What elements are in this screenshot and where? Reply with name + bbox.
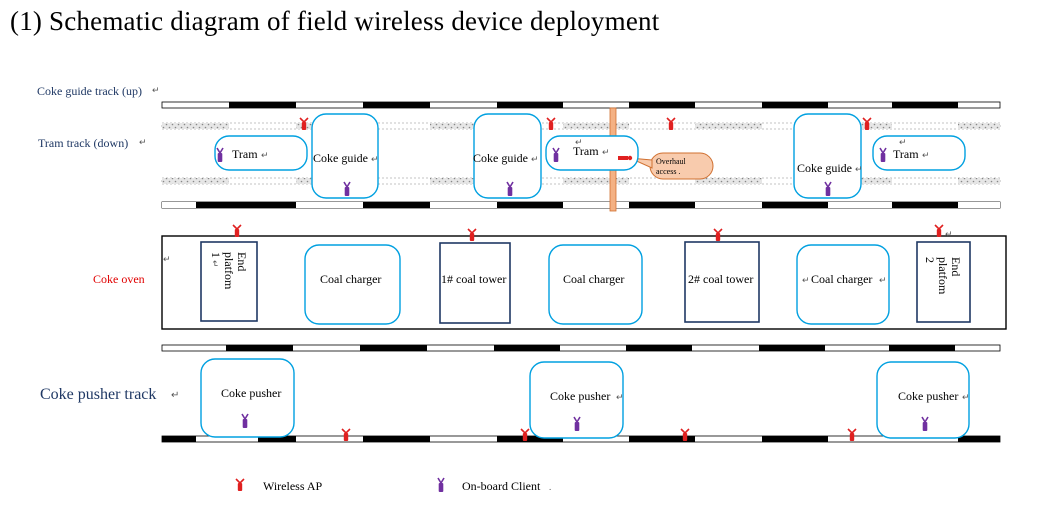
- svg-text:End: End: [949, 257, 963, 276]
- oven-side-rails: [161, 344, 1001, 443]
- svg-text:↵: ↵: [575, 137, 583, 147]
- coal-charger-3: ↵ Coal charger ↵: [796, 244, 890, 325]
- coke-guide-vehicle-3: Coke guide ↵: [793, 113, 863, 199]
- svg-text:Coke guide: Coke guide: [473, 151, 528, 165]
- legend-onboard-client: On-board Client: [462, 479, 541, 493]
- coke-guide-track-label: Coke guide track (up): [37, 84, 142, 98]
- svg-text:Coke guide: Coke guide: [313, 151, 368, 165]
- coke-guide-vehicle-1: Coke guide ↵: [311, 113, 379, 199]
- coke-pusher-vehicle-2: Coke pusher ↵: [529, 361, 624, 439]
- svg-text:Coke pusher: Coke pusher: [898, 389, 958, 403]
- end-platform-1: End platfom 1 ↵: [200, 241, 258, 322]
- tram-vehicle-1: Tram ↵: [214, 135, 308, 171]
- svg-text:platfom: platfom: [936, 257, 950, 295]
- svg-text:↵: ↵: [531, 154, 539, 164]
- svg-text:Tram: Tram: [893, 147, 919, 161]
- svg-text:platfom: platfom: [222, 252, 236, 290]
- svg-text:↵: ↵: [855, 164, 863, 174]
- svg-text:↵: ↵: [602, 147, 610, 157]
- svg-text:↵: ↵: [171, 390, 179, 401]
- svg-text:Coke pusher: Coke pusher: [221, 386, 281, 400]
- svg-text:1# coal tower: 1# coal tower: [441, 272, 506, 286]
- coal-tower-2: 2# coal tower: [684, 241, 760, 323]
- overhaul-access-callout: Overhaul access .: [629, 152, 714, 180]
- svg-text:↵: ↵: [616, 392, 624, 402]
- tram-track-label: Tram track (down): [38, 136, 128, 150]
- svg-text:Tram: Tram: [573, 144, 599, 158]
- svg-text:Coke guide: Coke guide: [797, 161, 852, 175]
- overhaul-access-label: access .: [656, 167, 680, 176]
- svg-text:↵: ↵: [962, 392, 970, 402]
- svg-text:1: 1: [209, 252, 223, 258]
- coal-tower-1: 1# coal tower: [439, 242, 511, 324]
- legend-wireless-ap: Wireless AP: [263, 479, 323, 493]
- svg-text:2: 2: [923, 257, 937, 263]
- coal-charger-2: Coal charger: [548, 244, 643, 325]
- wireless-ap-icon: [235, 478, 245, 492]
- tram-vehicle-2: Tram ↵ ↵: [545, 135, 639, 171]
- coke-oven-label: Coke oven: [93, 272, 145, 286]
- svg-text:↵: ↵: [152, 85, 160, 95]
- coke-pusher-track-label: Coke pusher track: [40, 386, 156, 403]
- onboard-client-icon: [437, 477, 445, 493]
- overhaul-ap: [618, 155, 633, 161]
- svg-text:2# coal tower: 2# coal tower: [688, 272, 753, 286]
- svg-text:↵: ↵: [899, 137, 907, 147]
- svg-text:↵: ↵: [261, 150, 269, 160]
- svg-text:↵: ↵: [879, 275, 887, 285]
- svg-text:↵: ↵: [945, 229, 953, 239]
- end-platform-2: End platfom 2: [916, 241, 971, 323]
- svg-text:Tram: Tram: [232, 147, 258, 161]
- coke-guide-vehicle-2: Coke guide ↵: [473, 113, 542, 199]
- svg-text:Coal charger: Coal charger: [320, 272, 381, 286]
- coke-pusher-vehicle-1: Coke pusher: [200, 358, 295, 438]
- svg-text:End: End: [235, 252, 249, 271]
- svg-text:Coal charger: Coal charger: [563, 272, 624, 286]
- svg-text:↵: ↵: [163, 254, 171, 264]
- svg-text:Overhaul: Overhaul: [656, 157, 687, 166]
- coal-charger-1: Coal charger: [304, 244, 401, 325]
- svg-text:↵: ↵: [802, 275, 810, 285]
- tram-vehicle-3: Tram ↵ ↵: [872, 135, 966, 171]
- diagram-title: (1) Schematic diagram of field wireless …: [10, 6, 660, 36]
- legend: Wireless AP On-board Client .: [235, 477, 551, 493]
- svg-text:.: .: [549, 482, 551, 492]
- svg-text:↵: ↵: [371, 154, 379, 164]
- svg-text:↵: ↵: [922, 150, 930, 160]
- svg-text:Coal charger: Coal charger: [811, 272, 872, 286]
- svg-text:Coke pusher: Coke pusher: [550, 389, 610, 403]
- coke-guide-rail: [161, 101, 1001, 209]
- oven-aps: ↵: [232, 224, 953, 242]
- svg-text:↵: ↵: [139, 137, 147, 147]
- svg-text:↵: ↵: [210, 260, 220, 268]
- coke-pusher-vehicle-3: Coke pusher ↵: [876, 361, 970, 439]
